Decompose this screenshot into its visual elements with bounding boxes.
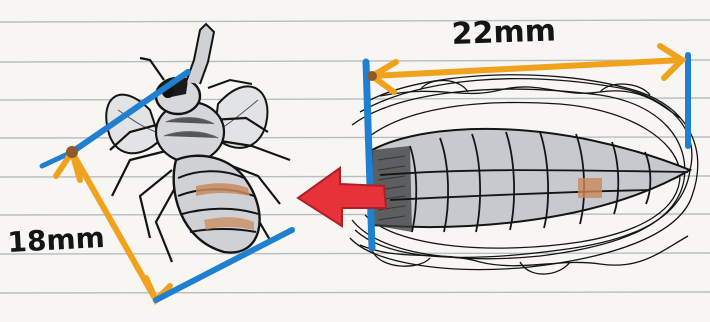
width-label: 18mm bbox=[7, 221, 106, 259]
bee-measure-lines bbox=[39, 69, 295, 306]
bee-drawing-icon bbox=[105, 22, 291, 263]
length-label: 22mm bbox=[451, 13, 556, 52]
red-arrow-icon bbox=[296, 166, 388, 228]
cocoon-drawing-icon bbox=[349, 74, 699, 275]
cocoon-measure-lines bbox=[362, 43, 691, 252]
